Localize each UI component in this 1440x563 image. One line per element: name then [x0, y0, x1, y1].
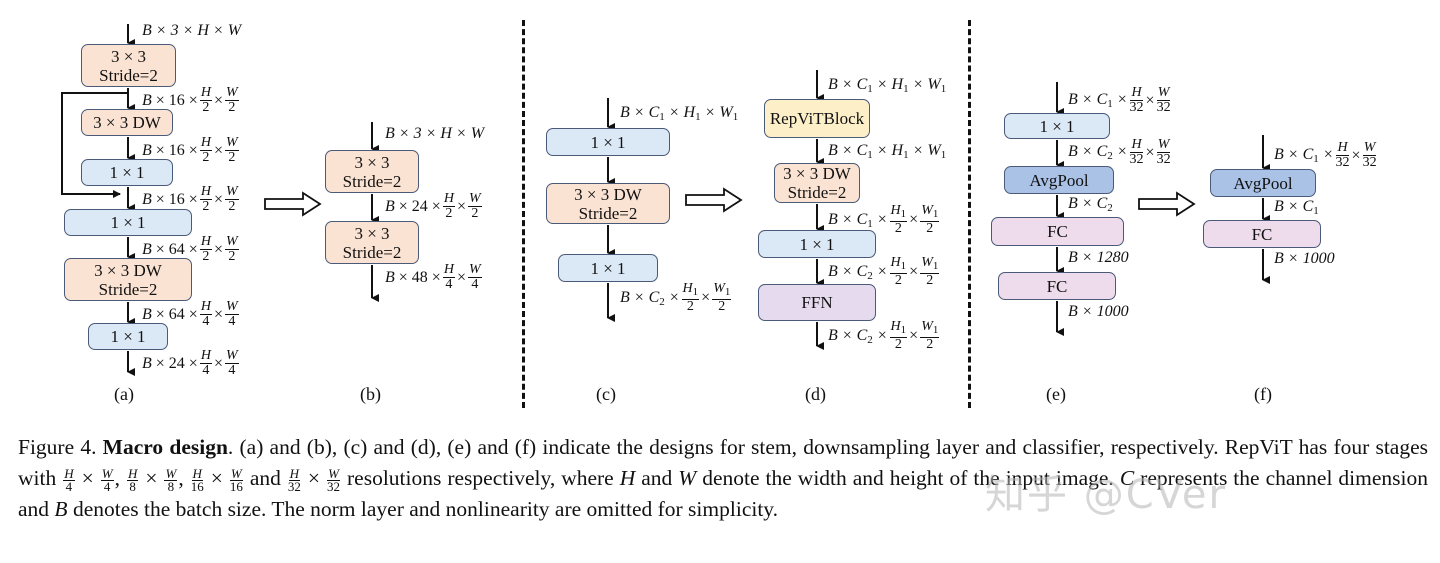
- block-label: 3 × 3 DW: [94, 260, 162, 280]
- d-repvitblock: RepViTBlock: [764, 99, 870, 138]
- a-conv3x3-stride2-block: 3 × 3 Stride=2: [81, 44, 176, 87]
- c-conv1x1-block-2: 1 × 1: [558, 254, 658, 282]
- block-label: FFN: [801, 293, 833, 312]
- block-label: 1 × 1: [590, 132, 626, 152]
- diagram-connectors: [61, 24, 1270, 376]
- transform-arrow-c-to-d: [685, 187, 743, 213]
- block-label: 3 × 3 DW: [783, 164, 851, 183]
- panel-divider-2: [968, 20, 971, 408]
- residual-connection: [61, 92, 128, 198]
- block-sublabel: Stride=2: [578, 203, 638, 223]
- block-label: 1 × 1: [799, 234, 835, 254]
- a-input-shape: B × 3 × H × W: [142, 22, 242, 39]
- block-sublabel: Stride=2: [787, 183, 847, 202]
- e-shape-2: B × C2: [1068, 195, 1113, 214]
- e-fc-block-2: FC: [998, 272, 1116, 300]
- e-fc-block-1: FC: [991, 217, 1124, 246]
- a-dw3x3-block: 3 × 3 DW: [81, 109, 173, 136]
- figure-caption: Figure 4. Macro design. (a) and (b), (c)…: [18, 435, 1429, 521]
- e-conv1x1-block: 1 × 1: [1004, 113, 1110, 139]
- d-panel-label: (d): [805, 384, 826, 404]
- transform-arrow-a-to-b: [264, 191, 322, 217]
- a-conv1x1-block-3: 1 × 1: [88, 323, 168, 350]
- block-sublabel: Stride=2: [98, 279, 158, 299]
- d-input-shape: B × C1 × H1 × W1: [828, 76, 947, 95]
- b-conv3x3-stride2-block-2: 3 × 3 Stride=2: [325, 221, 419, 264]
- block-label: 1 × 1: [110, 327, 146, 346]
- c-input-shape: B × C1 × H1 × W1: [620, 104, 739, 123]
- f-avgpool-block: AvgPool: [1210, 169, 1316, 197]
- f-output-shape: B × 1000: [1274, 250, 1335, 267]
- block-label: 3 × 3: [354, 152, 390, 172]
- e-shape-4: B × 1000: [1068, 303, 1129, 320]
- block-label: 1 × 1: [109, 163, 145, 182]
- block-sublabel: Stride=2: [99, 65, 158, 85]
- f-panel-label: (f): [1254, 384, 1272, 404]
- block-label: 3 × 3 DW: [93, 113, 161, 132]
- caption-title: Macro design: [102, 435, 228, 459]
- e-panel-label: (e): [1046, 384, 1066, 404]
- d-shape-1: B × C1 × H1 × W1: [828, 142, 947, 161]
- f-fc-block: FC: [1203, 220, 1321, 248]
- macro-design-diagram: 3 × 3 Stride=2 3 × 3 DW 1 × 1 1 × 1 3 × …: [61, 20, 1377, 408]
- block-label: AvgPool: [1233, 173, 1293, 193]
- block-sublabel: Stride=2: [342, 171, 402, 191]
- c-dw3x3-stride2-block: 3 × 3 DW Stride=2: [546, 183, 670, 224]
- block-label: 3 × 3: [354, 223, 390, 243]
- b-panel-label: (b): [360, 384, 381, 404]
- e-shape-3: B × 1280: [1068, 249, 1129, 266]
- block-label: RepViTBlock: [769, 109, 865, 128]
- block-label: 1 × 1: [110, 213, 146, 232]
- block-label: FC: [1046, 276, 1068, 296]
- block-label: 1 × 1: [1039, 116, 1075, 136]
- e-avgpool-block: AvgPool: [1004, 166, 1114, 194]
- panel-divider-1: [522, 20, 525, 408]
- block-sublabel: Stride=2: [342, 242, 402, 262]
- block-label: 3 × 3: [110, 46, 147, 66]
- b-conv3x3-stride2-block-1: 3 × 3 Stride=2: [325, 150, 419, 193]
- d-ffn-block: FFN: [758, 284, 876, 321]
- c-panel-label: (c): [596, 384, 616, 404]
- d-conv1x1-block: 1 × 1: [758, 230, 876, 258]
- c-conv1x1-block-1: 1 × 1: [546, 128, 670, 156]
- block-label: 3 × 3 DW: [574, 184, 642, 204]
- transform-arrow-e-to-f: [1138, 191, 1196, 217]
- b-input-shape: B × 3 × H × W: [385, 125, 485, 142]
- caption-figure-number: Figure 4.: [18, 435, 97, 459]
- caption-text: . (a) and (b), (c) and (d), (e) and (f) …: [18, 435, 1429, 490]
- f-shape-1: B × C1: [1274, 198, 1319, 217]
- block-label: FC: [1047, 222, 1068, 241]
- block-label: FC: [1251, 224, 1273, 244]
- a-panel-label: (a): [114, 384, 134, 404]
- block-label: 1 × 1: [590, 258, 626, 278]
- a-conv1x1-block-2: 1 × 1: [64, 209, 192, 236]
- block-label: AvgPool: [1029, 170, 1089, 190]
- d-dw3x3-stride2-block: 3 × 3 DW Stride=2: [774, 163, 860, 203]
- watermark: 知乎 @CVer: [985, 472, 1227, 518]
- a-dw3x3-stride2-block: 3 × 3 DW Stride=2: [64, 258, 192, 301]
- a-conv1x1-block-1: 1 × 1: [81, 159, 173, 186]
